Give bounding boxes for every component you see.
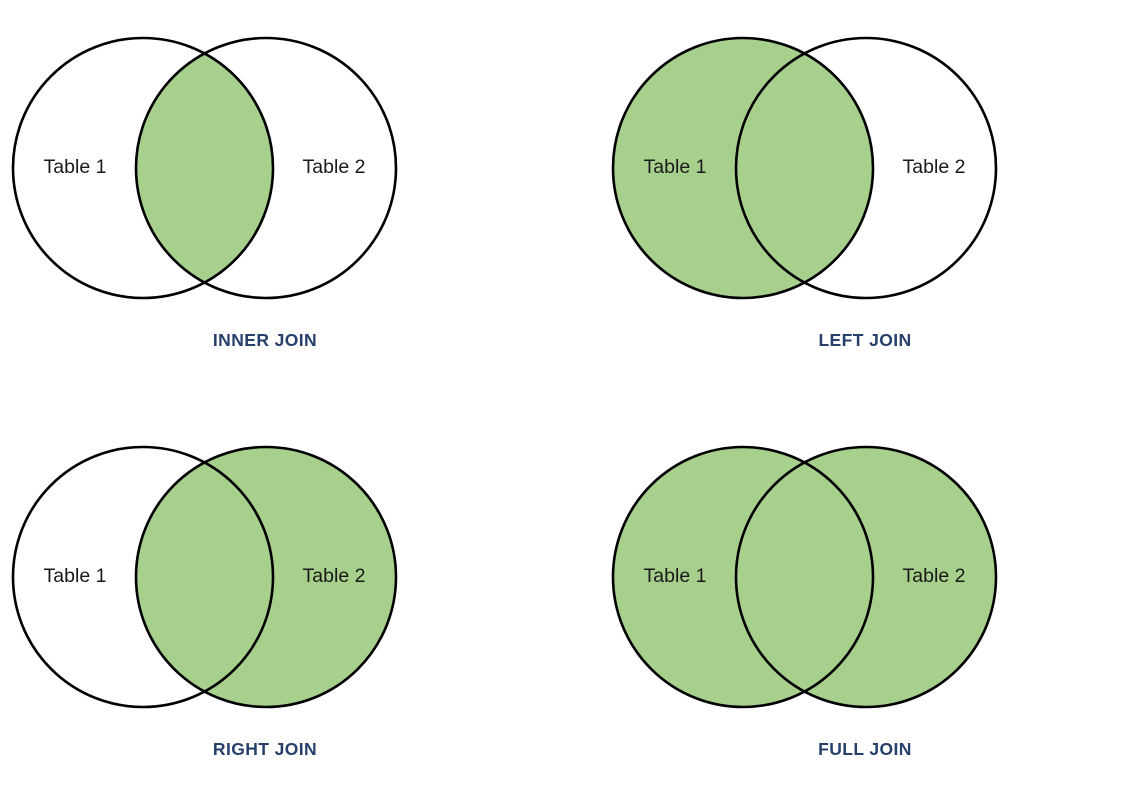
- venn-label-table-1: Table 1: [44, 156, 107, 178]
- venn-svg-left-join: Table 1 Table 2: [611, 36, 998, 300]
- caption-left-join: LEFT JOIN: [818, 330, 912, 350]
- venn-svg-full-join: Table 1 Table 2: [611, 445, 998, 709]
- venn-label-table-2: Table 2: [303, 565, 366, 587]
- venn-label-table-1: Table 1: [44, 565, 107, 587]
- panel-right-join: Table 1 Table 2 RIGHT JOIN: [0, 421, 530, 801]
- panel-full-join: Table 1 Table 2 FULL JOIN: [600, 421, 1130, 801]
- region-intersection: [736, 38, 873, 298]
- region-intersection: [136, 447, 273, 707]
- venn-label-table-1: Table 1: [644, 156, 707, 178]
- venn-label-table-2: Table 2: [903, 156, 966, 178]
- circle-table-1: [611, 445, 875, 709]
- region-intersection: [736, 447, 873, 707]
- venn-label-table-1: Table 1: [644, 565, 707, 587]
- panel-inner-join: Table 1 Table 2 INNER JOIN: [0, 12, 530, 392]
- circle-table-1: [611, 36, 875, 300]
- circle-table-2: [734, 445, 998, 709]
- caption-full-join: FULL JOIN: [818, 739, 912, 759]
- venn-left-join: Table 1 Table 2: [600, 12, 1130, 322]
- caption-right-join: RIGHT JOIN: [212, 739, 318, 759]
- venn-label-table-2: Table 2: [303, 156, 366, 178]
- region-intersection: [136, 38, 273, 298]
- circle-table-2: [734, 36, 998, 300]
- venn-inner-join: Table 1 Table 2: [0, 12, 530, 322]
- caption-inner-join: INNER JOIN: [212, 330, 318, 350]
- venn-svg-right-join: Table 1 Table 2: [11, 445, 398, 709]
- circle-table-1: [11, 445, 275, 709]
- venn-full-join: Table 1 Table 2: [600, 421, 1130, 731]
- circle-table-1: [11, 36, 275, 300]
- venn-label-table-2: Table 2: [903, 565, 966, 587]
- panel-left-join: Table 1 Table 2 LEFT JOIN: [600, 12, 1130, 392]
- circle-table-2: [134, 36, 398, 300]
- venn-right-join: Table 1 Table 2: [0, 421, 530, 731]
- venn-svg-inner-join: Table 1 Table 2: [11, 36, 398, 300]
- circle-table-2: [134, 445, 398, 709]
